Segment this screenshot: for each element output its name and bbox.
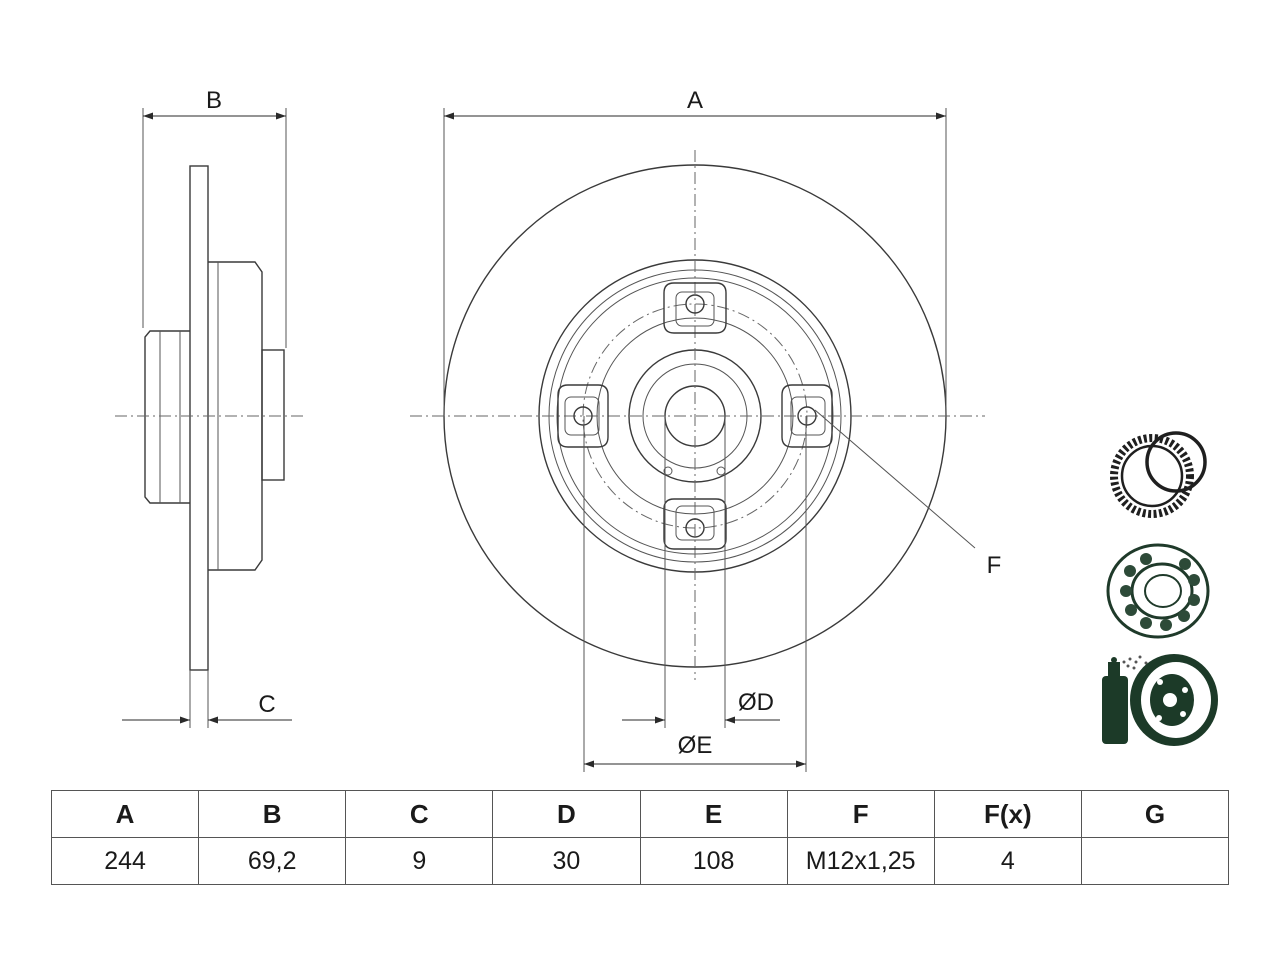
header-cell-g: G: [1080, 790, 1230, 838]
spec-table: A B C D E F F(x) G 244 69,2 9 30 108 M12…: [50, 790, 1230, 885]
dimension-e: ØE: [583, 416, 807, 772]
abs-ring-icon: [1110, 431, 1207, 518]
header-cell-f: F: [786, 790, 935, 838]
value-cell-g: [1080, 837, 1230, 885]
value-cell-e: 108: [639, 837, 788, 885]
leader-f: F: [814, 409, 1002, 579]
stud-boss-top: [663, 282, 727, 334]
value-cell-d: 30: [492, 837, 641, 885]
header-cell-fx: F(x): [933, 790, 1082, 838]
value-cell-fx: 4: [933, 837, 1082, 885]
coated-disc-icon: [1102, 654, 1218, 746]
technical-drawing: B C: [115, 87, 1218, 772]
spec-table-header-row: A B C D E F F(x) G: [50, 790, 1230, 838]
dimension-label-e: ØE: [678, 732, 713, 759]
dimension-d: ØD: [622, 416, 780, 728]
wheel-bearing-icon: [1106, 543, 1210, 639]
header-cell-a: A: [50, 790, 200, 838]
value-cell-a: 244: [50, 837, 200, 885]
header-cell-b: B: [198, 790, 347, 838]
header-cell-c: C: [345, 790, 494, 838]
dimension-label-d: ØD: [738, 689, 774, 716]
dimension-a: A: [443, 87, 947, 416]
value-cell-f: M12x1,25: [786, 837, 935, 885]
front-view: [410, 150, 985, 680]
side-view: [115, 165, 305, 671]
dimension-label-a: A: [687, 87, 703, 114]
value-cell-c: 9: [345, 837, 494, 885]
dimension-label-b: B: [206, 87, 222, 114]
header-cell-e: E: [639, 790, 788, 838]
header-cell-d: D: [492, 790, 641, 838]
dimension-label-c: C: [258, 691, 275, 718]
dimension-b: B: [142, 87, 287, 348]
dimension-label-f: F: [987, 552, 1002, 579]
dimension-c: C: [122, 670, 292, 728]
value-cell-b: 69,2: [198, 837, 347, 885]
stud-boss-right: [781, 384, 833, 448]
spec-table-value-row: 244 69,2 9 30 108 M12x1,25 4: [50, 837, 1230, 885]
stud-boss-left: [557, 384, 609, 448]
